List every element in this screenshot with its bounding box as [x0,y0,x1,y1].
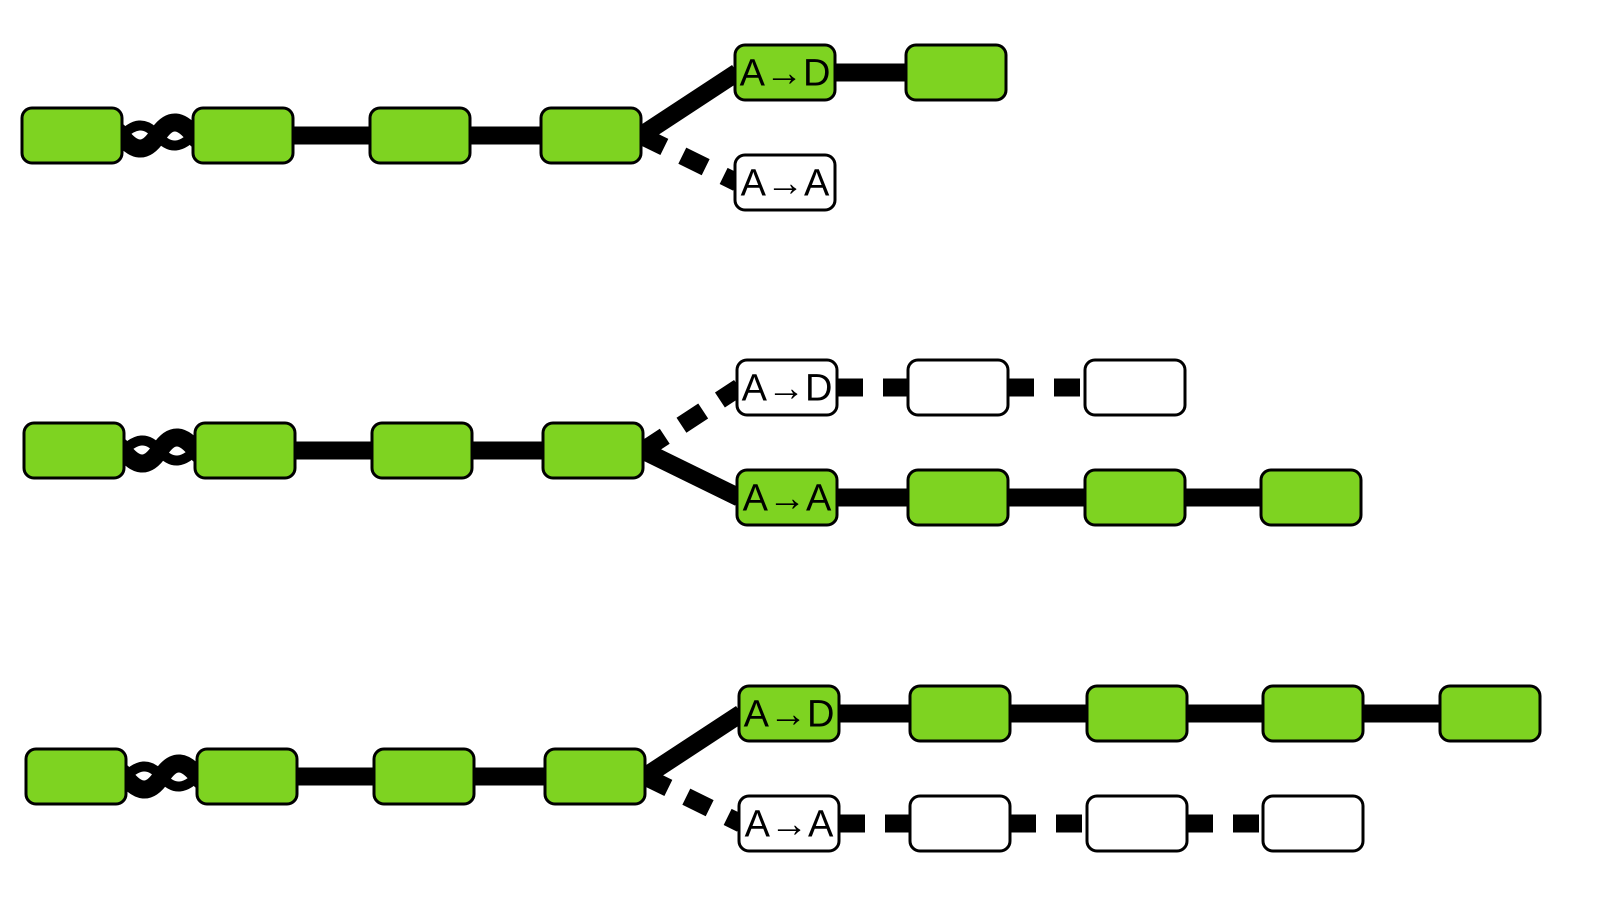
trunk-box [191,106,295,165]
branch-box [904,43,1008,102]
twisted-linker-strand [118,761,205,792]
trunk-box [195,747,299,806]
branch-box [1085,684,1189,743]
branch-label: A→A [741,163,830,205]
branch-head-box [733,153,837,212]
links-layer [109,63,1440,833]
branch-label: A→D [742,368,833,410]
branch-box [1085,794,1189,853]
branch-box [906,468,1010,527]
branch-head-box [735,468,839,527]
trunk-box [20,106,124,165]
branch-label: A→A [745,804,834,846]
trunk-box [539,106,643,165]
trunk-box [543,747,647,806]
branch-head-box [737,684,841,743]
trunk-box [368,106,472,165]
branch-box [908,684,1012,743]
branch-label: A→D [740,53,831,95]
branch-label: A→D [744,694,835,736]
branch-link [639,442,743,506]
trunk-box [370,421,474,480]
branch-head-box [733,43,837,102]
branch-link [640,705,746,785]
trunk-box [193,421,297,480]
twisted-linker-strand [114,120,201,151]
branch-link [638,379,744,459]
trunk-box [541,421,645,480]
branch-box [1438,684,1542,743]
branch-link [637,127,741,191]
branch-box [908,794,1012,853]
trunk-box [24,747,128,806]
labels-layer: A→D A→A A→D A→A A→D A→A [740,53,835,846]
branch-link [636,64,742,144]
branch-box [1259,468,1363,527]
twisted-linker-strand [116,435,203,466]
branch-box [1083,358,1187,417]
trunk-box [372,747,476,806]
branch-box [1083,468,1187,527]
boxes-layer [20,43,1542,853]
branch-label: A→A [743,478,832,520]
branch-link [641,768,745,832]
branch-box [1261,794,1365,853]
branch-head-box [735,358,839,417]
trunk-box [22,421,126,480]
branch-box [906,358,1010,417]
branch-head-box [737,794,841,853]
branch-box [1261,684,1365,743]
